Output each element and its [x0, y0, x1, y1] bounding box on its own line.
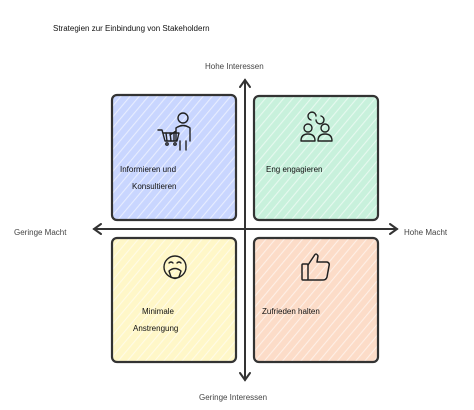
thumbs-up-icon [301, 253, 330, 281]
quadrant-label-inform-consult-line1: Informieren und [120, 165, 177, 174]
shopper-with-basket-icon [157, 112, 191, 151]
tired-face-icon [163, 255, 187, 280]
quadrant-minimal-effort [110, 236, 238, 364]
quadrant-label-keep-satisfied: Zufrieden halten [262, 307, 320, 316]
quadrant-engage-closely [252, 94, 380, 222]
quadrant-label-minimal-effort-line1: Minimale [142, 307, 175, 316]
diagram-title: Strategien zur Einbindung von Stakeholde… [53, 24, 210, 33]
axis-label-high-power: Hohe Macht [404, 228, 448, 237]
quadrant-keep-satisfied [252, 236, 380, 364]
quadrant-label-minimal-effort-line2: Anstrengung [133, 324, 179, 333]
collaborating-people-icon [300, 111, 333, 142]
axis-label-high-interest: Hohe Interessen [205, 62, 264, 71]
quadrant-label-inform-consult-line2: Konsultieren [132, 182, 177, 191]
quadrant-inform-consult [110, 93, 238, 222]
axis-label-low-power: Geringe Macht [14, 228, 67, 237]
quadrant-label-engage-closely: Eng engagieren [266, 165, 323, 174]
horizontal-axis [92, 223, 399, 235]
axis-label-low-interest: Geringe Interessen [199, 393, 268, 402]
